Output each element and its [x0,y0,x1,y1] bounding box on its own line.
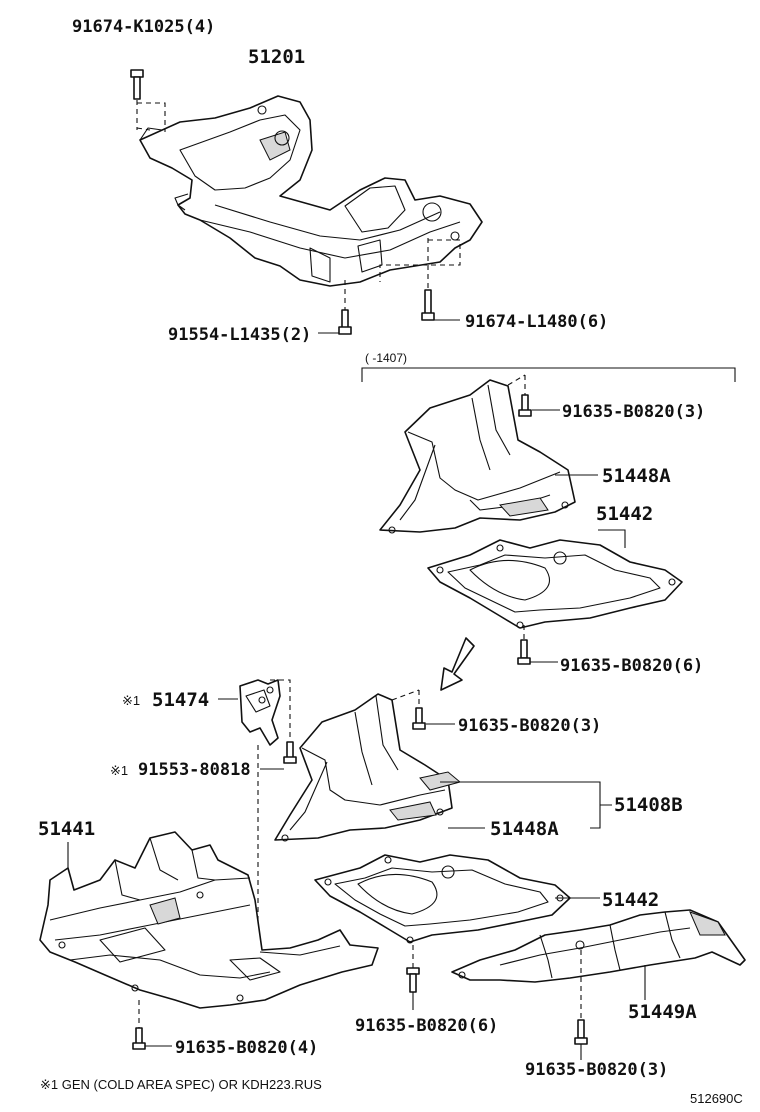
bolt-bracket-icon [283,741,297,764]
label-side-cover: 51449A [628,1001,697,1023]
arrow-down-left-icon [440,637,475,691]
screw-a-icon [518,394,532,417]
screw-c-icon [412,707,426,730]
bolt-top-icon [130,69,144,100]
label-bolt-bracket-mark: ※1 [110,763,128,778]
footnote: ※1 GEN (COLD AREA SPEC) OR KDH223.RUS [40,1077,322,1092]
label-assembly: 51408B [614,794,683,816]
label-screw-a: 91635-B0820(3) [562,402,705,422]
bracket-51474-part [239,679,281,746]
undercover-51441-part [39,831,379,1009]
label-bolt-right-mid: 91674-L1480(6) [465,312,608,332]
label-screw-b: 91635-B0820(6) [560,656,703,676]
label-screw-c: 91635-B0820(3) [458,716,601,736]
label-cover-lower: 51442 [602,889,659,911]
label-undercover: 51441 [38,818,95,840]
label-range-note: ( -1407) [365,351,407,365]
label-cover-a-lower: 51448A [490,818,559,840]
cover-51448a-upper-part [379,379,576,534]
diagram-id: 512690C [690,1091,743,1106]
bolt-left-mid-icon [338,309,352,335]
bolt-right-mid-icon [421,289,435,321]
label-bracket-mark: ※1 [122,693,140,708]
cover-51448a-lower-part [274,693,462,842]
screw-f-icon [574,1019,588,1045]
label-screw-f: 91635-B0820(3) [525,1060,668,1080]
label-screw-d: 91635-B0820(6) [355,1016,498,1036]
label-bracket: 51474 [152,689,209,711]
label-cover-a-upper: 51448A [602,465,671,487]
cover-51442-upper-part [427,539,683,629]
screw-b-icon [517,639,531,665]
label-bolt-bracket: 91553-80818 [138,760,251,780]
screw-d-icon [406,967,420,993]
label-screw-e: 91635-B0820(4) [175,1038,318,1058]
label-bolt-top: 91674-K1025(4) [72,17,215,37]
side-cover-51449a-part [451,909,746,983]
label-crossmember: 51201 [248,46,305,68]
screw-e-icon [132,1027,146,1050]
cover-51442-lower-part [314,854,571,944]
label-cover-upper: 51442 [596,503,653,525]
label-bolt-left-mid: 91554-L1435(2) [168,325,311,345]
crossmember-part [139,95,483,287]
